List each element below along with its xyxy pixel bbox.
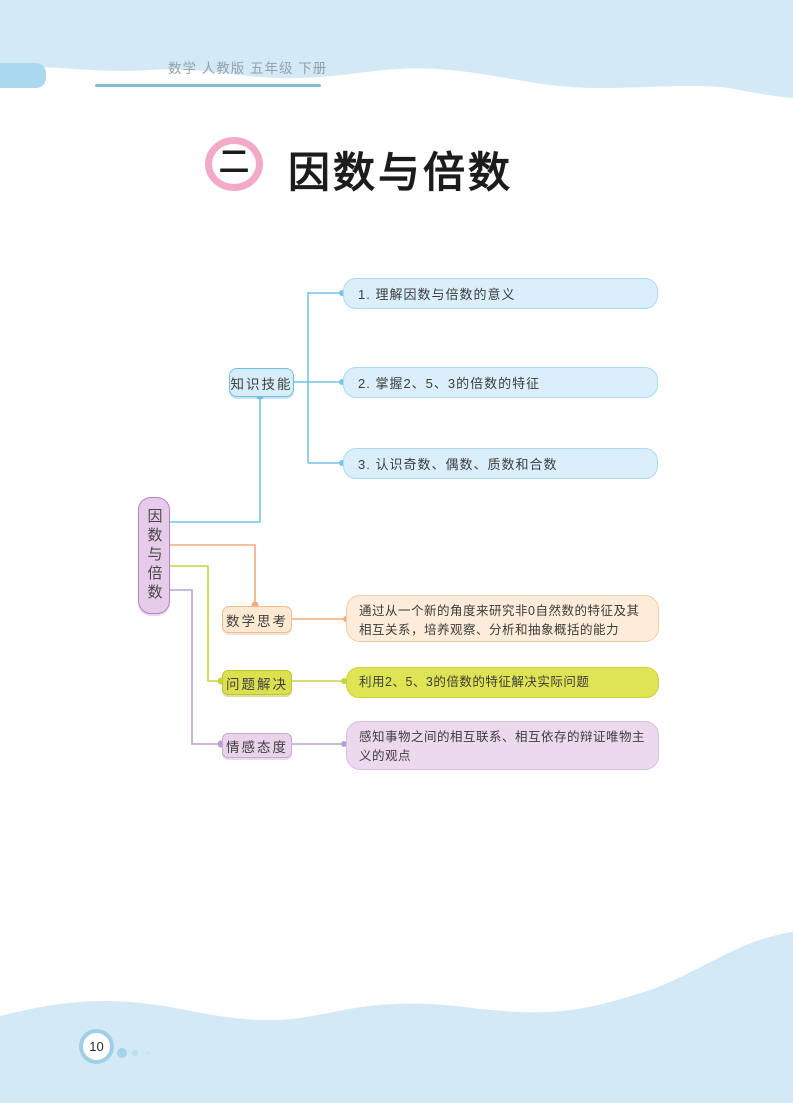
knowledge-objective-2: 2. 掌握2、5、3的倍数的特征 bbox=[343, 367, 658, 398]
knowledge-objective-1: 1. 理解因数与倍数的意义 bbox=[343, 278, 658, 309]
page-number-badge: 10 bbox=[79, 1029, 114, 1064]
mindmap-root: 因数与倍数 bbox=[138, 497, 170, 614]
emotion-connector bbox=[168, 589, 343, 745]
branch-node-problem: 问题解决 bbox=[222, 670, 292, 695]
footer-dot bbox=[132, 1050, 138, 1056]
branch-node-knowledge: 知识技能 bbox=[229, 368, 294, 397]
knowledge-objective-3: 3. 认识奇数、偶数、质数和合数 bbox=[343, 448, 658, 479]
problem-content-box: 利用2、5、3的倍数的特征解决实际问题 bbox=[346, 667, 659, 698]
header-underline bbox=[95, 84, 321, 87]
bottom-wave-decoration bbox=[0, 932, 793, 1103]
unit-number: 二 bbox=[219, 146, 249, 179]
page-number: 10 bbox=[89, 1039, 104, 1054]
emotion-content-box: 感知事物之间的相互联系、相互依存的辩证唯物主义的观点 bbox=[346, 721, 659, 770]
footer-dot bbox=[117, 1048, 127, 1058]
branch-node-thinking: 数学思考 bbox=[222, 606, 292, 633]
footer-dot bbox=[146, 1051, 150, 1055]
thinking-connector bbox=[168, 544, 345, 620]
problem-connector bbox=[168, 565, 343, 682]
branch-node-emotion: 情感态度 bbox=[222, 733, 292, 758]
page-edge-tab bbox=[0, 63, 46, 88]
thinking-content-box: 通过从一个新的角度来研究非0自然数的特征及其相互关系，培养观察、分析和抽象概括的… bbox=[346, 595, 659, 642]
page-header: 数学 人教版 五年级 下册 bbox=[168, 61, 328, 76]
knowledge-connector bbox=[168, 292, 340, 523]
unit-number-badge: 二 bbox=[205, 137, 263, 191]
page-title: 因数与倍数 bbox=[288, 149, 514, 196]
top-wave-decoration bbox=[0, 0, 793, 98]
